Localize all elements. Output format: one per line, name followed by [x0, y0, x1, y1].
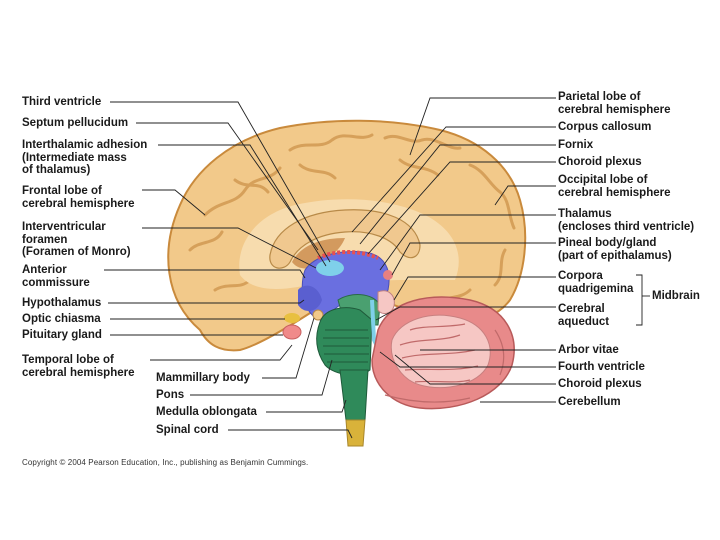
hypothalamus: [298, 285, 322, 312]
optic-chiasma: [284, 313, 300, 323]
medulla-oblongata: [339, 369, 369, 421]
label-occipital-lobe: Occipital lobe of cerebral hemisphere: [558, 174, 671, 199]
label-choroid-plexus-lower: Choroid plexus: [558, 378, 642, 390]
pons-striations: [323, 329, 369, 363]
label-fourth-ventricle: Fourth ventricle: [558, 361, 645, 373]
label-interventricular-foramen: Interventricular foramen (Foramen of Mon…: [22, 221, 131, 258]
label-arbor-vitae: Arbor vitae: [558, 344, 619, 356]
label-third-ventricle: Third ventricle: [22, 96, 102, 108]
label-frontal-lobe: Frontal lobe of cerebral hemisphere: [22, 185, 135, 210]
pons: [316, 307, 373, 376]
label-thalamus: Thalamus (encloses third ventricle): [558, 208, 695, 233]
label-corpus-callosum: Corpus callosum: [558, 121, 652, 133]
choroid-plexus: [317, 250, 379, 260]
label-optic-chiasma: Optic chiasma: [22, 313, 101, 325]
label-midbrain: Midbrain: [652, 290, 700, 302]
label-corpora-quadrigemina: Corpora quadrigemina: [558, 270, 634, 295]
label-pituitary-gland: Pituitary gland: [22, 329, 102, 341]
cerebellar-folia: [384, 323, 505, 403]
corpora-quadrigemina: [377, 290, 395, 314]
copyright-notice: Copyright © 2004 Pearson Education, Inc.…: [22, 458, 309, 467]
label-cerebral-aqueduct: Cerebral aqueduct: [558, 303, 610, 328]
cerebellum: [371, 296, 515, 410]
label-medulla-oblongata: Medulla oblongata: [156, 406, 257, 418]
label-parietal-lobe: Parietal lobe of cerebral hemisphere: [558, 91, 671, 116]
label-pons: Pons: [156, 389, 185, 401]
label-cerebellum: Cerebellum: [558, 396, 621, 408]
label-temporal-lobe: Temporal lobe of cerebral hemisphere: [22, 354, 135, 379]
mammillary-body: [312, 309, 324, 321]
label-anterior-commissure: Anterior commissure: [22, 264, 90, 289]
label-spinal-cord: Spinal cord: [156, 424, 219, 436]
label-hypothalamus: Hypothalamus: [22, 297, 102, 309]
label-pineal-body: Pineal body/gland (part of epithalamus): [558, 237, 672, 262]
label-fornix: Fornix: [558, 139, 594, 151]
label-septum-pellucidum: Septum pellucidum: [22, 117, 129, 129]
label-mammillary-body: Mammillary body: [156, 372, 250, 384]
third-ventricle: [316, 260, 344, 276]
spinal-cord: [345, 419, 366, 447]
label-choroid-plexus-upper: Choroid plexus: [558, 156, 642, 168]
pineal-gland: [383, 270, 393, 280]
label-interthalamic-adhesion: Interthalamic adhesion (Intermediate mas…: [22, 139, 148, 176]
pituitary-gland: [282, 324, 302, 340]
corpus-callosum: [269, 209, 421, 269]
leader-lines: [104, 97, 650, 439]
